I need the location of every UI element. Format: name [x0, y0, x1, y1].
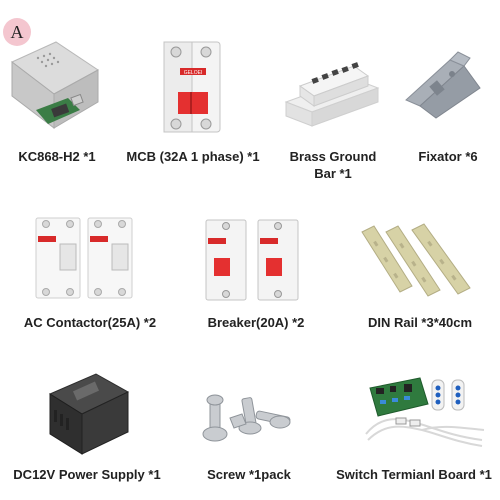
switch-terminal-board-image — [362, 374, 488, 452]
item-label-ac-contactor: AC Contactor(25A) *2 — [23, 315, 157, 330]
section-badge: A — [3, 18, 31, 46]
kc868-h2-image — [8, 40, 100, 135]
screw-pack-image — [200, 388, 296, 444]
item-label-din-rail: DIN Rail *3*40cm — [367, 315, 473, 330]
mcb-32a-image: GELOEI — [160, 40, 226, 135]
item-label-power-supply: DC12V Power Supply *1 — [13, 467, 161, 482]
item-label-fixator: Fixator *6 — [418, 149, 478, 164]
item-label-breaker: Breaker(20A) *2 — [207, 315, 305, 330]
item-label-mcb: MCB (32A 1 phase) *1 — [126, 149, 260, 164]
fixator-image — [402, 48, 484, 120]
power-supply-image — [44, 370, 130, 456]
ac-contactor-image — [34, 214, 134, 300]
item-label-screw: Screw *1pack — [207, 467, 291, 482]
breaker-20a-image — [204, 218, 300, 302]
brass-ground-bar-image — [282, 48, 382, 128]
svg-text:GELOEI: GELOEI — [184, 70, 203, 76]
item-label-kc868-h2: KC868-H2 *1 — [18, 149, 96, 164]
item-label-switch-terminal-board: Switch Termianl Board *1 — [336, 467, 492, 482]
item-label-brass-ground-bar: Brass Ground Bar *1 — [289, 149, 377, 181]
din-rail-image — [360, 222, 474, 300]
